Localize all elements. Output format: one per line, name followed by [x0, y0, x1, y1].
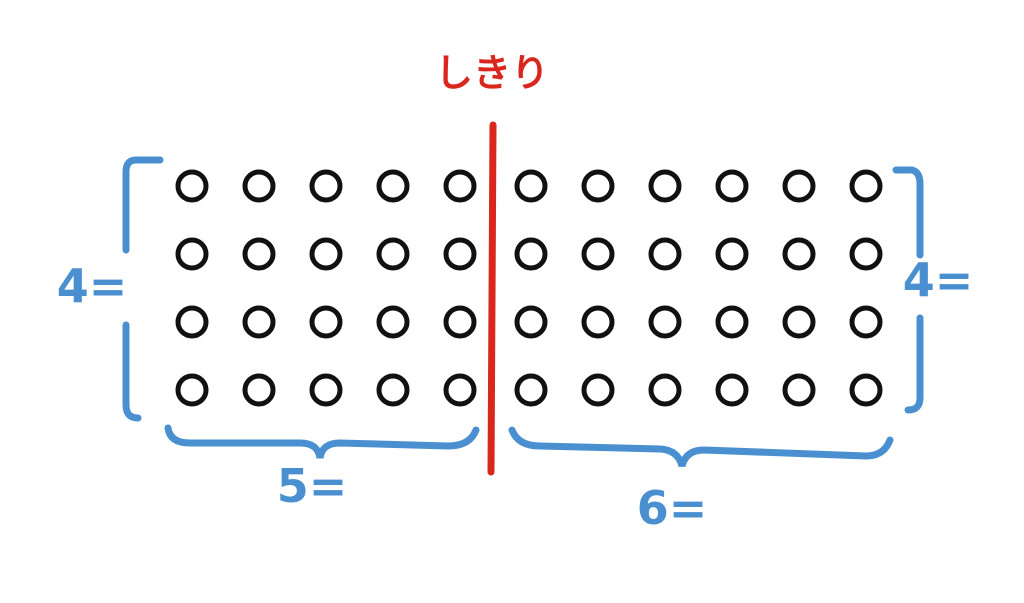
left-dot — [376, 237, 410, 271]
left-col-brace — [164, 424, 480, 459]
right-row-label: 4= — [903, 253, 974, 307]
right-dot — [581, 169, 615, 203]
right-dot — [715, 305, 749, 339]
right-dot — [782, 169, 816, 203]
right-dot — [648, 237, 682, 271]
right-dot — [514, 169, 548, 203]
left-dot — [376, 373, 410, 407]
left-dot — [175, 169, 209, 203]
right-dot — [715, 169, 749, 203]
left-col-label: 5= — [277, 459, 348, 513]
left-dot — [242, 305, 276, 339]
right-dot — [849, 169, 883, 203]
right-dot — [849, 305, 883, 339]
left-dot — [242, 237, 276, 271]
right-dot-array — [514, 169, 883, 407]
right-dot — [581, 373, 615, 407]
left-dot — [309, 237, 343, 271]
left-dot — [443, 237, 477, 271]
right-col-brace — [508, 426, 894, 468]
right-dot — [514, 237, 548, 271]
right-dot — [782, 373, 816, 407]
left-dot — [175, 305, 209, 339]
right-dot — [782, 237, 816, 271]
right-dot — [581, 305, 615, 339]
right-row-bracket — [892, 166, 924, 414]
left-dot — [443, 305, 477, 339]
left-dot — [175, 237, 209, 271]
right-dot — [849, 237, 883, 271]
left-dot — [242, 373, 276, 407]
left-dot — [443, 373, 477, 407]
left-row-bracket — [122, 156, 164, 422]
left-dot — [309, 305, 343, 339]
right-col-label: 6= — [637, 481, 708, 535]
right-dot — [782, 305, 816, 339]
right-dot — [648, 305, 682, 339]
right-dot — [648, 373, 682, 407]
left-dot — [242, 169, 276, 203]
left-dot — [309, 373, 343, 407]
right-dot — [581, 237, 615, 271]
left-dot — [376, 169, 410, 203]
divider-line — [487, 121, 497, 476]
left-dot — [443, 169, 477, 203]
left-row-label: 4= — [57, 259, 128, 313]
right-dot — [514, 305, 548, 339]
right-dot — [715, 237, 749, 271]
right-dot — [715, 373, 749, 407]
right-dot — [514, 373, 548, 407]
left-dot-array — [175, 169, 477, 407]
left-dot — [175, 373, 209, 407]
divider-label: しきり — [435, 51, 549, 95]
right-dot — [849, 373, 883, 407]
right-dot — [648, 169, 682, 203]
left-dot — [376, 305, 410, 339]
left-dot — [309, 169, 343, 203]
